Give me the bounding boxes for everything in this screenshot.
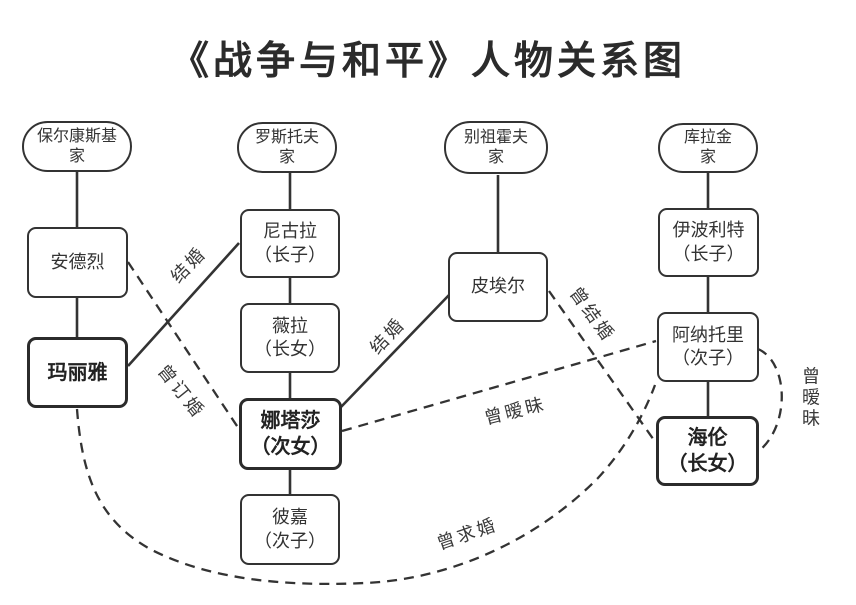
character-name: 娜塔莎 xyxy=(260,410,321,432)
character-name: 皮埃尔 xyxy=(471,276,525,297)
family-name: 别祖霍夫 xyxy=(463,128,528,146)
family-suffix: 家 xyxy=(278,148,295,166)
node-family-bezukhov: 别祖霍夫 家 xyxy=(444,121,548,174)
character-role: （次女） xyxy=(250,436,331,458)
node-marya: 玛丽雅 xyxy=(27,337,128,408)
family-suffix: 家 xyxy=(699,149,716,166)
node-family-rostov: 罗斯托夫 家 xyxy=(237,122,337,173)
character-role: （长女） xyxy=(667,453,748,475)
character-role: （次子） xyxy=(672,348,744,368)
character-role: （次子） xyxy=(254,530,326,551)
node-petya: 彼嘉 （次子） xyxy=(240,494,340,565)
character-name: 安德烈 xyxy=(50,251,105,272)
page-title: 《战争与和平》人物关系图 xyxy=(169,40,686,83)
family-name: 罗斯托夫 xyxy=(254,128,319,146)
node-family-kuragin: 库拉金 家 xyxy=(658,123,758,173)
node-ippolit: 伊波利特 （长子） xyxy=(658,208,759,277)
edge-label-flirtation-anatole-helene: 曾暧昧 xyxy=(800,366,820,430)
node-anatole: 阿纳托里 （次子） xyxy=(657,312,759,382)
character-name: 阿纳托里 xyxy=(672,324,744,345)
family-suffix: 家 xyxy=(68,147,85,165)
node-helene: 海伦 （长女） xyxy=(656,416,759,486)
character-name: 玛丽雅 xyxy=(47,361,108,384)
family-name: 库拉金 xyxy=(683,129,732,146)
character-name: 海伦 xyxy=(687,427,728,449)
character-name: 尼古拉 xyxy=(263,221,317,242)
character-name: 彼嘉 xyxy=(272,507,308,528)
edge-marya-anatole-proposal xyxy=(75,384,657,586)
edge-natasha-pierre-marriage xyxy=(340,293,451,408)
node-natasha: 娜塔莎 （次女） xyxy=(239,398,342,470)
node-andrei: 安德烈 xyxy=(27,227,128,298)
family-suffix: 家 xyxy=(487,148,504,166)
character-role: （长子） xyxy=(672,243,745,264)
node-nikolai: 尼古拉 （长子） xyxy=(240,209,340,278)
node-family-bolkonsky: 保尔康斯基 家 xyxy=(22,121,132,172)
family-name: 保尔康斯基 xyxy=(36,127,117,145)
node-vera: 薇拉 （长女） xyxy=(240,303,340,373)
character-name: 伊波利特 xyxy=(672,220,745,241)
character-role: （长子） xyxy=(254,244,326,265)
edge-anatole-helene-flirtation xyxy=(757,347,783,452)
node-pierre: 皮埃尔 xyxy=(448,252,548,322)
character-name: 薇拉 xyxy=(272,315,308,336)
edge-pierre-helene-former-marriage xyxy=(548,290,657,444)
edge-marya-nikolai-marriage xyxy=(127,242,240,367)
character-role: （长女） xyxy=(254,339,326,359)
